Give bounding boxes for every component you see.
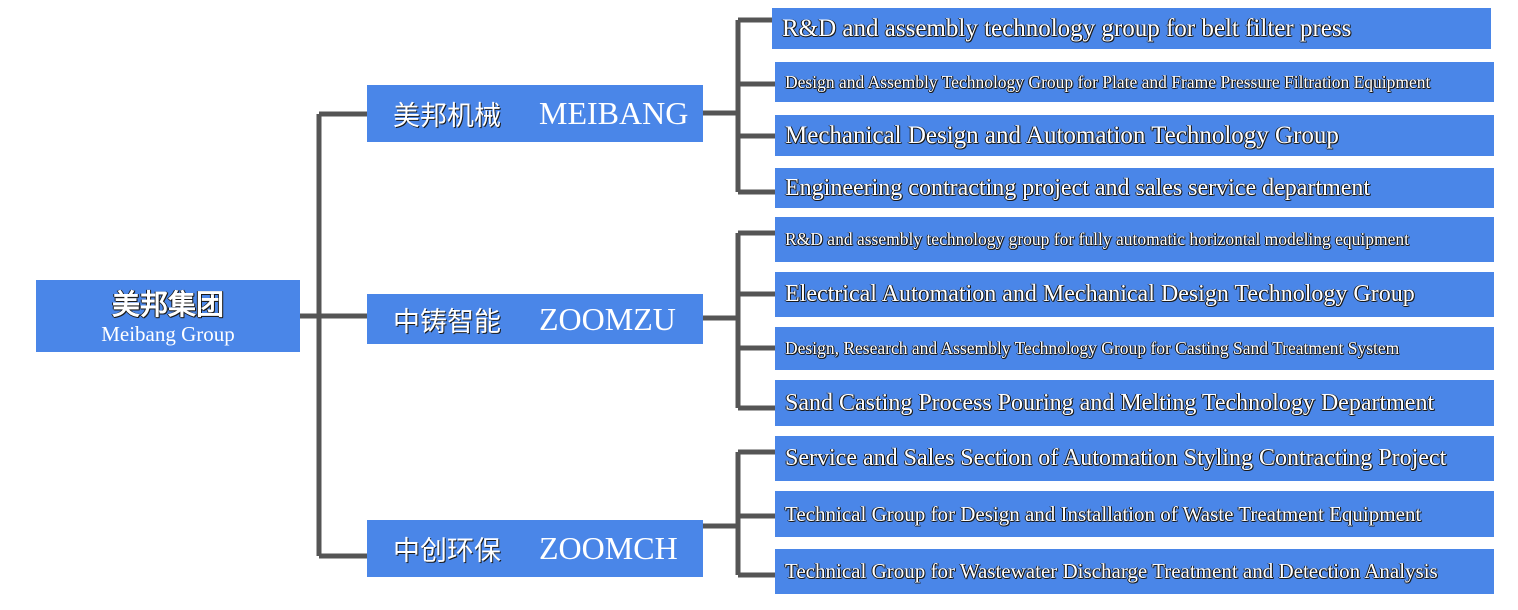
department-node: Design and Assembly Technology Group for… <box>775 62 1494 102</box>
company-node-zoomzu: 中铸智能 ZOOMZU <box>367 294 703 344</box>
company-node-meibang: 美邦机械 MEIBANG <box>367 85 703 142</box>
company-node-zoomch: 中创环保 ZOOMCH <box>367 520 703 577</box>
department-node: Mechanical Design and Automation Technol… <box>775 115 1494 156</box>
department-node: Technical Group for Wastewater Discharge… <box>775 549 1494 594</box>
department-node: R&D and assembly technology group for be… <box>772 8 1491 49</box>
company-name-cn: 中创环保 <box>393 536 501 567</box>
root-node-meibang-group: 美邦集团 Meibang Group <box>36 280 300 352</box>
company-name-cn: 中铸智能 <box>393 306 501 338</box>
department-node: Electrical Automation and Mechanical Des… <box>775 272 1494 317</box>
root-name-cn: 美邦集团 <box>111 288 224 321</box>
department-node: Design, Research and Assembly Technology… <box>775 327 1494 370</box>
department-node: Sand Casting Process Pouring and Melting… <box>775 380 1494 426</box>
meibang-connector <box>703 17 775 195</box>
company-name-en: MEIBANG <box>539 95 689 131</box>
company-name-cn: 美邦机械 <box>393 101 501 132</box>
department-node: Service and Sales Section of Automation … <box>775 436 1494 481</box>
department-node: Engineering contracting project and sale… <box>775 168 1494 208</box>
zoomch-connector <box>703 449 775 578</box>
root-name-en: Meibang Group <box>101 322 235 346</box>
root-connector <box>300 111 367 559</box>
company-name-en: ZOOMCH <box>539 530 678 566</box>
department-node: R&D and assembly technology group for fu… <box>775 217 1494 262</box>
zoomzu-connector <box>703 230 775 411</box>
department-node: Technical Group for Design and Installat… <box>775 491 1494 537</box>
company-name-en: ZOOMZU <box>539 300 676 337</box>
